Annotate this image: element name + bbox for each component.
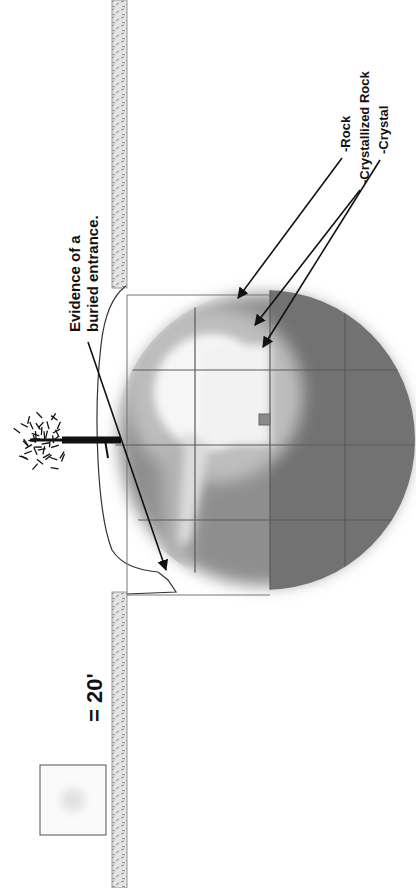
ground-surface (112, 0, 127, 288)
tree-canopy-stroke (36, 423, 41, 430)
tree-canopy-stroke (32, 464, 37, 470)
crystallized-rock (127, 307, 303, 570)
crystal (154, 334, 270, 545)
scale-label: = 20' (82, 673, 108, 722)
tree-canopy-stroke (23, 441, 28, 447)
scale-square (40, 765, 106, 835)
tree-canopy-stroke (50, 457, 58, 460)
tree-canopy-stroke (28, 416, 30, 424)
tree-canopy-stroke (47, 421, 49, 429)
tree (14, 412, 121, 469)
tree-canopy-stroke (34, 446, 42, 447)
tree-canopy-stroke (46, 431, 48, 439)
callout-note: Evidence of a buried entrance. (66, 192, 102, 332)
grid-lines (110, 280, 416, 600)
tree-canopy-stroke (21, 423, 28, 427)
tree-canopy-stroke (51, 445, 59, 448)
tree-canopy-stroke (24, 439, 28, 446)
tree-canopy-stroke (19, 456, 27, 458)
tree-canopy-stroke (14, 428, 20, 433)
tree-canopy-stroke (45, 455, 51, 460)
tree-canopy-stroke (56, 430, 59, 437)
tree-canopy-stroke (51, 468, 59, 469)
tree-canopy-stroke (42, 443, 50, 444)
material-label: -Crystal (376, 106, 392, 154)
tree-canopy-stroke (25, 445, 32, 449)
ground-surface (112, 592, 127, 888)
material-label: -Rock (338, 116, 354, 152)
leader-arrows (88, 158, 380, 570)
tree-canopy-stroke (34, 447, 37, 454)
tree-canopy-stroke (63, 437, 68, 443)
scale-square-shade (61, 788, 85, 812)
tree-canopy-stroke (37, 459, 43, 464)
tree-canopy-stroke (24, 451, 31, 454)
tree-canopy-stroke (51, 416, 57, 421)
tree-canopy-stroke (61, 454, 64, 461)
tree-branch (30, 439, 62, 442)
tree-canopy-stroke (57, 422, 60, 429)
tree-canopy-stroke (41, 427, 43, 435)
tree-canopy-stroke (32, 433, 40, 435)
tree-canopy-stroke (37, 412, 43, 418)
tree-canopy-stroke (30, 422, 33, 429)
material-label: -Crystallized Rock (357, 71, 373, 184)
grid-frame (127, 295, 270, 595)
center-marker (259, 414, 270, 425)
tree-canopy-stroke (43, 446, 45, 454)
